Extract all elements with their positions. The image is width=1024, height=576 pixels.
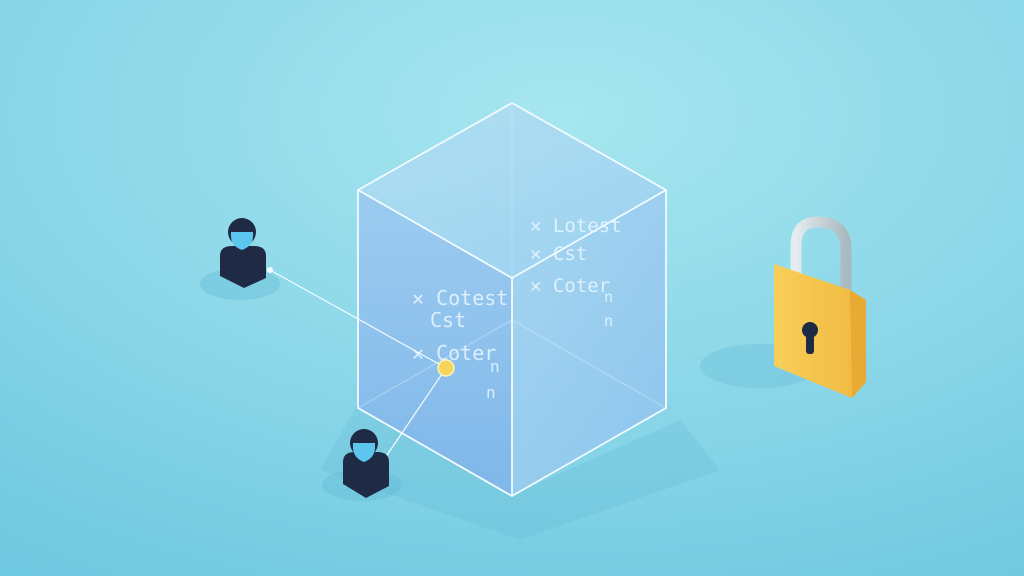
front-text-line-2: Cst [430, 308, 466, 332]
padlock-body-side [850, 290, 866, 398]
cube-side-face [512, 190, 666, 496]
user-icon [322, 429, 402, 501]
padlock-icon [700, 216, 866, 398]
side-text-line-4: n [604, 312, 613, 330]
user-1-face [231, 232, 253, 250]
cube-front-text: ✕ Cotest Cst ✕ Coter n n [412, 286, 508, 402]
padlock-keyhole [802, 322, 818, 338]
user-2-face [353, 443, 375, 462]
front-text-line-1: ✕ Cotest [412, 286, 508, 310]
front-text-line-3: ✕ Coter [412, 341, 496, 365]
cube-edges [357, 102, 667, 497]
connection-node [437, 359, 455, 377]
cube-front-face [358, 190, 512, 496]
connection-line-user-1 [269, 269, 447, 369]
cube-side-text: ✕ Lotest ✕ Cst ✕ Coter n n [530, 215, 622, 330]
side-text-line-2: ✕ Cst [530, 243, 587, 265]
padlock-shackle [790, 216, 852, 312]
front-text-line-3b: n [490, 357, 500, 376]
side-text-line-3: ✕ Coter [530, 275, 610, 297]
side-text-line-3b: n [604, 288, 613, 306]
side-text-line-1: ✕ Lotest [530, 215, 622, 237]
user-1-body [220, 246, 266, 288]
user-icon [200, 218, 280, 300]
connection-line-user-2 [384, 367, 447, 459]
connections [267, 267, 455, 461]
data-cube: ✕ Cotest Cst ✕ Coter n n ✕ Lotest ✕ Cst … [357, 102, 667, 497]
padlock-keyhole-slot [806, 332, 814, 354]
padlock-body [774, 264, 866, 398]
cube-shadow [320, 400, 720, 540]
connection-endpoint-1 [267, 267, 273, 273]
user-2-body [343, 452, 389, 498]
front-text-line-4: n [486, 383, 496, 402]
